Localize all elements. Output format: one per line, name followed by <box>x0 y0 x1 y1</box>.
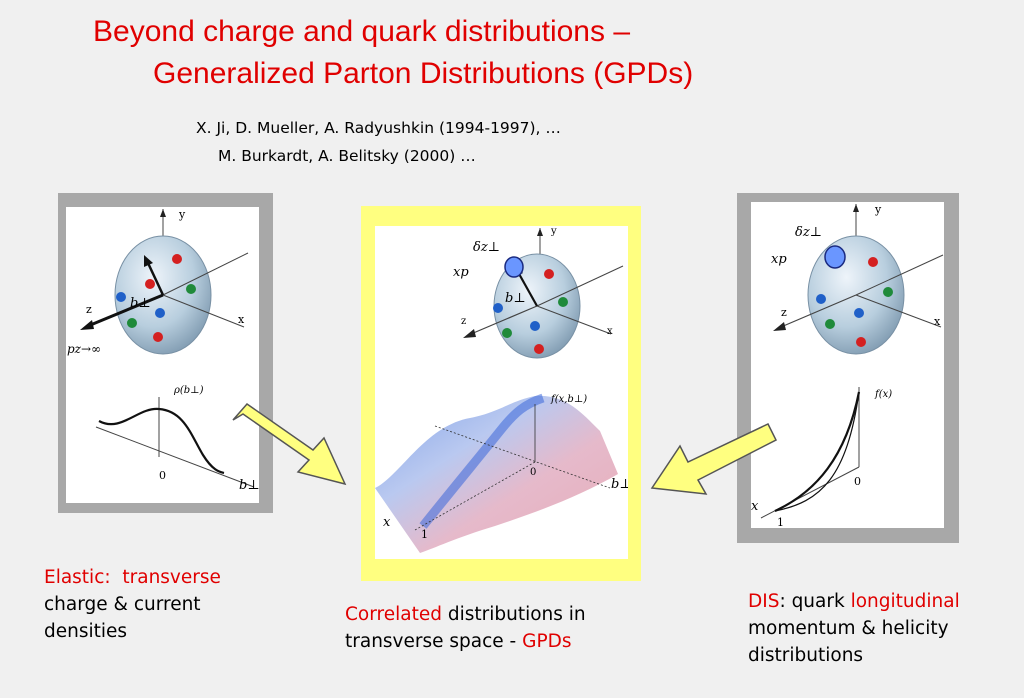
middle-gpd-diagram: y x z b⊥ δz⊥ xp f(x,b⊥) <box>375 226 632 553</box>
middle-caption: Correlated distributions in transverse s… <box>345 601 665 655</box>
quark-red <box>856 337 866 347</box>
quark-blue <box>854 308 864 318</box>
x-axis-label: x <box>238 313 245 326</box>
b-perp-label: b⊥ <box>130 296 151 311</box>
b-axis-label: b⊥ <box>239 478 259 493</box>
quark-green <box>883 287 893 297</box>
charge-density-curve <box>98 407 225 475</box>
middle-caption-line-2: transverse space - GPDs <box>345 631 572 652</box>
left-panel-frame: y x z b⊥ pz→∞ ρ(b⊥) 0 b⊥ <box>58 193 273 513</box>
x-axis-line <box>414 461 536 531</box>
y-axis-label: y <box>178 208 186 221</box>
arrow-shape <box>232 403 347 486</box>
left-caption-line-2: charge & current <box>44 594 201 615</box>
middle-panel: y x z b⊥ δz⊥ xp f(x,b⊥) <box>375 226 632 559</box>
gpd-surface <box>375 395 618 553</box>
middle-caption-line-1: Correlated distributions in <box>345 604 586 625</box>
quark-green <box>186 284 196 294</box>
b-perp-arrow <box>517 271 538 307</box>
dz-label: δz⊥ <box>473 240 500 255</box>
quark-blue <box>816 294 826 304</box>
dis-label: DIS <box>748 591 780 612</box>
left-yellow-arrow <box>232 403 347 486</box>
gpd-ridge <box>419 393 545 529</box>
right-panel-frame: y x z δz⊥ xp f(x) 0 x 1 <box>737 193 959 543</box>
transverse-label: transverse <box>122 567 221 588</box>
z-axis-label: z <box>86 303 92 316</box>
left-proton-diagram: y x z b⊥ pz→∞ ρ(b⊥) 0 b⊥ <box>67 208 260 493</box>
right-caption-line-3: distributions <box>748 645 864 666</box>
references-line-1: X. Ji, D. Mueller, A. Radyushkin (1994-1… <box>196 119 561 137</box>
correlated-label: Correlated <box>345 604 442 625</box>
left-caption-line-3: densities <box>44 621 128 642</box>
quark-blue <box>530 321 540 331</box>
quark-red <box>172 254 182 264</box>
longitudinal-label: longitudinal <box>850 591 960 612</box>
quark-red <box>544 269 554 279</box>
z-axis-label: z <box>461 316 466 327</box>
b-axis-label: b⊥ <box>611 477 628 492</box>
title-line-2: Generalized Parton Distributions (GPDs) <box>153 57 694 90</box>
helicity-distribution-curve <box>774 391 860 512</box>
quark-blue <box>155 308 165 318</box>
xp-label: xp <box>453 265 469 280</box>
f-x-b-label: f(x,b⊥) <box>550 394 587 405</box>
b-perp-label: b⊥ <box>505 291 526 306</box>
origin-label: 0 <box>159 469 166 482</box>
x-axis-label: x <box>751 499 759 514</box>
quark-red <box>534 344 544 354</box>
quark-blue <box>116 292 126 302</box>
quark-distribution-curve <box>774 391 861 512</box>
pz-label: pz→∞ <box>67 342 101 356</box>
quark-red <box>153 332 163 342</box>
x-axis-label: x <box>934 315 941 328</box>
quark-blue <box>493 303 503 313</box>
quark-red <box>868 257 878 267</box>
one-label: 1 <box>421 528 428 541</box>
quark-green <box>558 297 568 307</box>
xp-label: xp <box>771 252 787 267</box>
right-caption: DIS: quark longitudinal momentum & helic… <box>748 588 1018 669</box>
quark-green <box>825 319 835 329</box>
y-axis-label: y <box>874 203 882 216</box>
right-yellow-arrow <box>650 423 778 495</box>
left-caption: Elastic: transverse charge & current den… <box>44 564 274 645</box>
f-x-label: f(x) <box>874 389 892 400</box>
quark-red <box>145 279 155 289</box>
left-panel: y x z b⊥ pz→∞ ρ(b⊥) 0 b⊥ <box>66 207 260 503</box>
b-perp-arrow <box>146 262 165 296</box>
parton-blob <box>824 245 846 269</box>
x-axis-label: x <box>607 326 613 337</box>
one-label: 1 <box>777 516 784 528</box>
x-axis-label: x <box>383 515 391 530</box>
quark-green <box>502 328 512 338</box>
b-axis <box>95 426 255 488</box>
dz-label: δz⊥ <box>795 225 822 240</box>
arrow-shape <box>650 423 778 495</box>
z-axis-label: z <box>781 306 787 319</box>
momentum-arrow <box>87 293 164 328</box>
rho-label: ρ(b⊥) <box>173 385 204 396</box>
right-panel: y x z δz⊥ xp f(x) 0 x 1 <box>751 202 944 529</box>
y-axis-label: y <box>550 226 557 237</box>
gpds-label: GPDs <box>522 631 572 652</box>
middle-panel-frame: y x z b⊥ δz⊥ xp f(x,b⊥) <box>361 206 641 581</box>
elastic-label: Elastic: <box>44 567 111 588</box>
b-axis <box>434 425 611 489</box>
right-caption-line-1: DIS: quark longitudinal <box>748 591 960 612</box>
title-line-1: Beyond charge and quark distributions – <box>93 15 631 48</box>
left-caption-line-1: Elastic: transverse <box>44 564 274 591</box>
quark-green <box>127 318 137 328</box>
references-line-2: M. Burkardt, A. Belitsky (2000) … <box>218 147 476 165</box>
parton-blob <box>504 256 524 278</box>
origin-label: 0 <box>530 467 536 478</box>
origin-label: 0 <box>854 475 861 488</box>
right-proton-diagram: y x z δz⊥ xp f(x) 0 x 1 <box>751 203 944 529</box>
right-caption-line-2: momentum & helicity <box>748 618 949 639</box>
